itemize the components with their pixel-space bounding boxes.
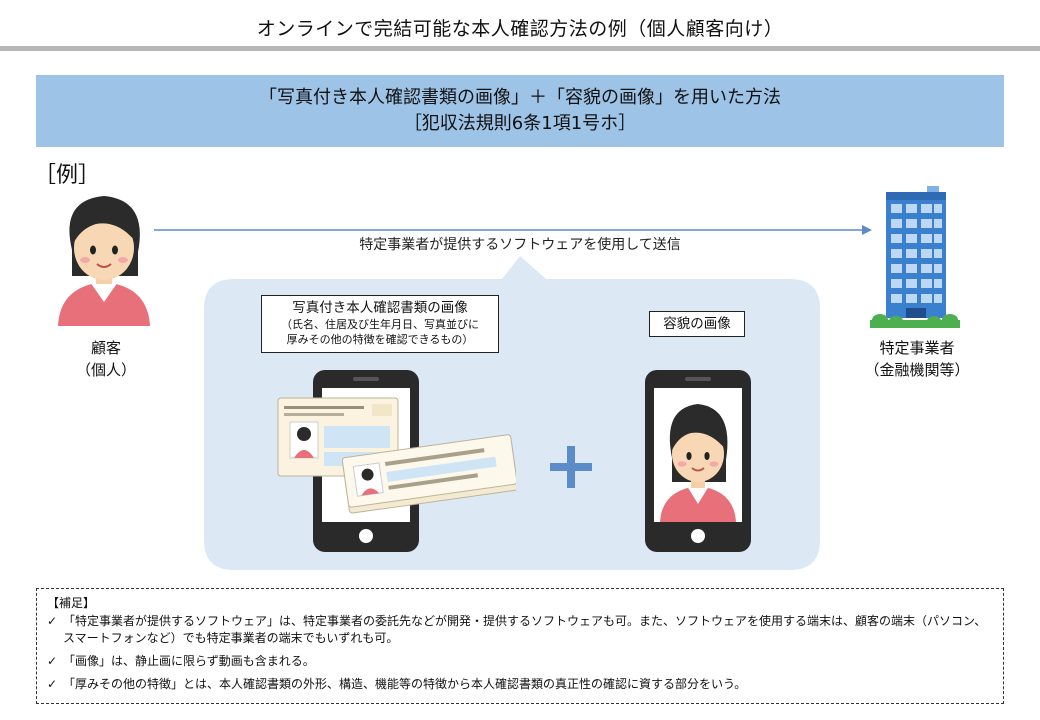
supplementary-notes: 【補足】 ✓ 「特定事業者が提供するソフトウェア」は、特定事業者の委託先などが開… [36,588,1004,704]
example-label: ［例］ [34,163,101,188]
title-rule [0,46,1040,51]
id-document-title: 写真付き本人確認書類の画像 [292,300,468,316]
plus-icon [550,446,592,488]
banner-line-2: ［犯収法規則6条1項1号ホ］ [403,113,637,134]
customer-label-line-2: （個人） [75,361,136,379]
building-icon [870,186,960,328]
note-text: 「画像」は、静止画に限らず動画も含まれる。 [63,654,315,668]
id-card-icon [277,397,516,514]
business-label-line-2: （金融機関等） [864,361,970,379]
method-banner: 「写真付き本人確認書類の画像」＋「容貌の画像」を用いた方法 ［犯収法規則6条1項… [36,75,1004,147]
banner-line-1: 「写真付き本人確認書類の画像」＋「容貌の画像」を用いた方法 [259,87,781,108]
note-item: ✓ 「厚みその他の特徴」とは、本人確認書類の外形、構造、機能等の特徴から本人確認… [47,676,993,693]
send-arrow-label: 特定事業者が提供するソフトウェアを使用して送信 [359,237,681,253]
id-document-sub-1: （氏名、住居及び生年月日、写真並びに [281,318,479,331]
face-image-box: 容貌の画像 [649,311,745,337]
send-arrow [154,225,872,235]
note-item: ✓ 「画像」は、静止画に限らず動画も含まれる。 [47,653,993,670]
check-icon: ✓ [47,677,58,691]
page-title: オンラインで完結可能な本人確認方法の例（個人顧客向け） [256,18,784,40]
id-document-image-box: 写真付き本人確認書類の画像 （氏名、住居及び生年月日、写真並びに 厚みその他の特… [261,295,499,353]
notes-heading: 【補足】 [47,596,96,610]
check-icon: ✓ [47,654,58,668]
customer-label: 顧客 （個人） [48,337,164,381]
note-item: ✓ 「特定事業者が提供するソフトウェア」は、特定事業者の委託先などが開発・提供す… [47,613,993,647]
customer-person-icon [58,196,150,326]
smartphone-face-icon [645,370,751,552]
customer-label-line-1: 顧客 [90,339,121,357]
business-label: 特定事業者 （金融機関等） [842,337,992,381]
check-icon: ✓ [47,614,58,628]
note-text: 「特定事業者が提供するソフトウェア」は、特定事業者の委託先などが開発・提供するソ… [63,614,987,645]
id-document-sub-2: 厚みその他の特徴を確認できるもの） [286,333,474,346]
business-label-line-1: 特定事業者 [879,339,955,357]
note-text: 「厚みその他の特徴」とは、本人確認書類の外形、構造、機能等の特徴から本人確認書類… [63,677,747,691]
